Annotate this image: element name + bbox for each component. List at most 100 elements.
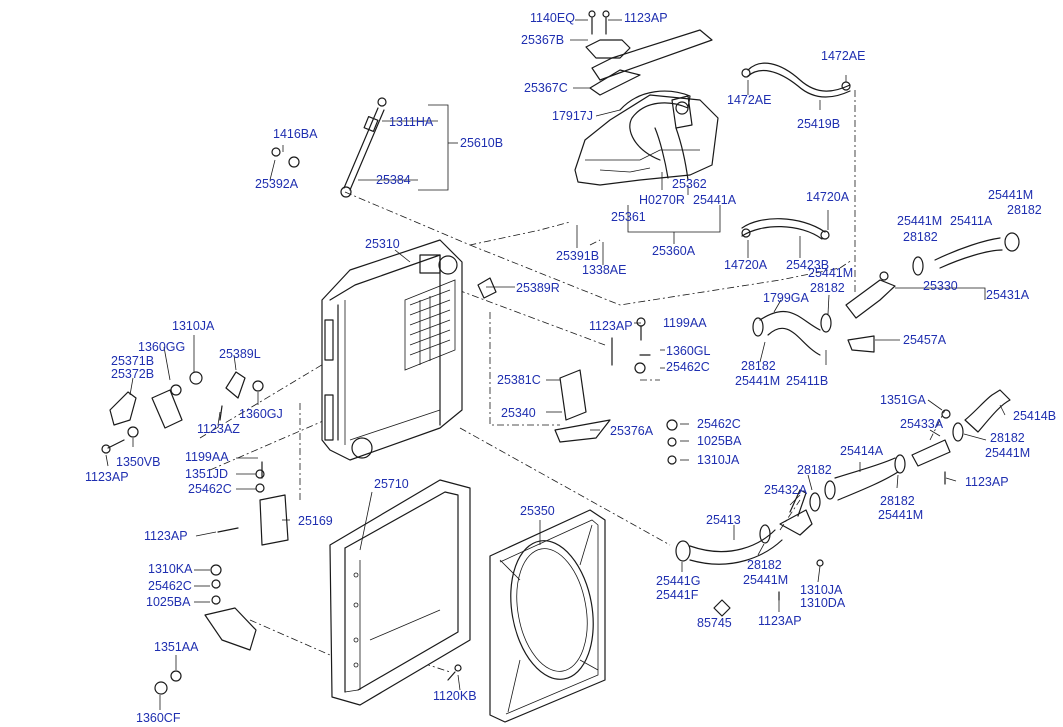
label-28182: 28182 bbox=[797, 463, 832, 477]
label-25330: 25330 bbox=[923, 279, 958, 293]
lower-hose-assembly bbox=[675, 389, 1011, 617]
radiator-core bbox=[321, 239, 497, 461]
label-25389L: 25389L bbox=[219, 347, 261, 361]
label-1123AP: 1123AP bbox=[965, 475, 1009, 489]
label-25457A: 25457A bbox=[903, 333, 947, 347]
label-1351JD: 1351JD bbox=[185, 467, 228, 481]
label-25710: 25710 bbox=[374, 477, 409, 491]
label-25423B: 25423B bbox=[786, 258, 829, 272]
label-25391B: 25391B bbox=[556, 249, 599, 263]
label-25441M: 25441M bbox=[988, 188, 1033, 202]
upper-hose-assembly bbox=[752, 232, 1020, 356]
label-25432A: 25432A bbox=[764, 483, 808, 497]
label-1360GL: 1360GL bbox=[666, 344, 711, 358]
label-1351GA: 1351GA bbox=[880, 393, 927, 407]
label-25441F: 25441F bbox=[656, 588, 699, 602]
label-28182: 28182 bbox=[880, 494, 915, 508]
label-85745: 85745 bbox=[697, 616, 732, 630]
label-1025BA: 1025BA bbox=[146, 595, 191, 609]
label-1140EQ: 1140EQ bbox=[530, 11, 575, 25]
label-1360CF: 1360CF bbox=[136, 711, 181, 725]
label-1310JA: 1310JA bbox=[172, 319, 215, 333]
label-25384: 25384 bbox=[376, 173, 411, 187]
reservoir-tank-assembly bbox=[574, 10, 719, 186]
label-1199AA: 1199AA bbox=[185, 450, 229, 464]
label-1472AE: 1472AE bbox=[727, 93, 771, 107]
label-25411A: 25411A bbox=[950, 214, 993, 228]
left-bracket-parts bbox=[101, 317, 678, 695]
label-1310DA: 1310DA bbox=[800, 596, 846, 610]
label-25392A: 25392A bbox=[255, 177, 299, 191]
label-1123AZ: 1123AZ bbox=[197, 422, 240, 436]
label-28182: 28182 bbox=[810, 281, 845, 295]
label-25441M: 25441M bbox=[878, 508, 923, 522]
label-25372B: 25372B bbox=[111, 367, 154, 381]
label-17917J: 17917J bbox=[552, 109, 593, 123]
label-1123AP: 1123AP bbox=[589, 319, 633, 333]
label-25419B: 25419B bbox=[797, 117, 840, 131]
label-25169: 25169 bbox=[298, 514, 333, 528]
label-14720A: 14720A bbox=[806, 190, 850, 204]
label-25441A: 25441A bbox=[693, 193, 737, 207]
label-1123AP: 1123AP bbox=[144, 529, 188, 543]
label-1123AP: 1123AP bbox=[624, 11, 668, 25]
label-25433A: 25433A bbox=[900, 417, 944, 431]
label-1123AP: 1123AP bbox=[85, 470, 129, 484]
leader-lines bbox=[105, 19, 1006, 710]
label-25360A: 25360A bbox=[652, 244, 696, 258]
label-25441M: 25441M bbox=[743, 573, 788, 587]
label-25441M: 25441M bbox=[735, 374, 780, 388]
label-25441G: 25441G bbox=[656, 574, 700, 588]
label-1310KA: 1310KA bbox=[148, 562, 193, 576]
label-1311HA: 1311HA bbox=[389, 115, 434, 129]
label-25361: 25361 bbox=[611, 210, 646, 224]
label-25310: 25310 bbox=[365, 237, 400, 251]
label-25462C: 25462C bbox=[666, 360, 710, 374]
label-25389R: 25389R bbox=[516, 281, 560, 295]
label-25413: 25413 bbox=[706, 513, 741, 527]
stay-rod-assembly bbox=[271, 97, 387, 198]
label-1120KB: 1120KB bbox=[433, 689, 477, 703]
label-25441M: 25441M bbox=[897, 214, 942, 228]
assembly-dash-lines bbox=[199, 90, 946, 673]
label-1025BA: 1025BA bbox=[697, 434, 742, 448]
label-1338AE: 1338AE bbox=[582, 263, 626, 277]
label-25414B: 25414B bbox=[1013, 409, 1056, 423]
label-25340: 25340 bbox=[501, 406, 536, 420]
label-1199AA: 1199AA bbox=[663, 316, 707, 330]
overflow-hose-assembly bbox=[741, 62, 851, 240]
label-H0270R: H0270R bbox=[639, 193, 685, 207]
label-25350: 25350 bbox=[520, 504, 555, 518]
label-1351AA: 1351AA bbox=[154, 640, 199, 654]
part-labels: 1140EQ 1123AP 25367B 25367C 17917J 1472A… bbox=[85, 11, 1056, 725]
label-14720A: 14720A bbox=[724, 258, 768, 272]
label-28182: 28182 bbox=[903, 230, 938, 244]
label-1350VB: 1350VB bbox=[116, 455, 160, 469]
label-25367B: 25367B bbox=[521, 33, 564, 47]
fan-shroud bbox=[489, 509, 606, 723]
shroud-frame bbox=[329, 479, 471, 706]
label-25414A: 25414A bbox=[840, 444, 884, 458]
label-1360GJ: 1360GJ bbox=[239, 407, 283, 421]
label-25441M: 25441M bbox=[985, 446, 1030, 460]
label-25376A: 25376A bbox=[610, 424, 654, 438]
label-25367C: 25367C bbox=[524, 81, 568, 95]
label-28182: 28182 bbox=[990, 431, 1025, 445]
label-25381C: 25381C bbox=[497, 373, 541, 387]
label-1310JA: 1310JA bbox=[800, 583, 843, 597]
label-28182: 28182 bbox=[747, 558, 782, 572]
label-1123AP: 1123AP bbox=[758, 614, 802, 628]
label-1310JA: 1310JA bbox=[697, 453, 740, 467]
label-25371B: 25371B bbox=[111, 354, 154, 368]
label-25462C: 25462C bbox=[148, 579, 192, 593]
label-28182: 28182 bbox=[1007, 203, 1042, 217]
label-25441M: 25441M bbox=[808, 266, 853, 280]
label-25462C: 25462C bbox=[188, 482, 232, 496]
label-25610B: 25610B bbox=[460, 136, 503, 150]
label-28182: 28182 bbox=[741, 359, 776, 373]
label-1360GG: 1360GG bbox=[138, 340, 185, 354]
label-25462C: 25462C bbox=[697, 417, 741, 431]
label-25431A: 25431A bbox=[986, 288, 1030, 302]
label-1416BA: 1416BA bbox=[273, 127, 318, 141]
